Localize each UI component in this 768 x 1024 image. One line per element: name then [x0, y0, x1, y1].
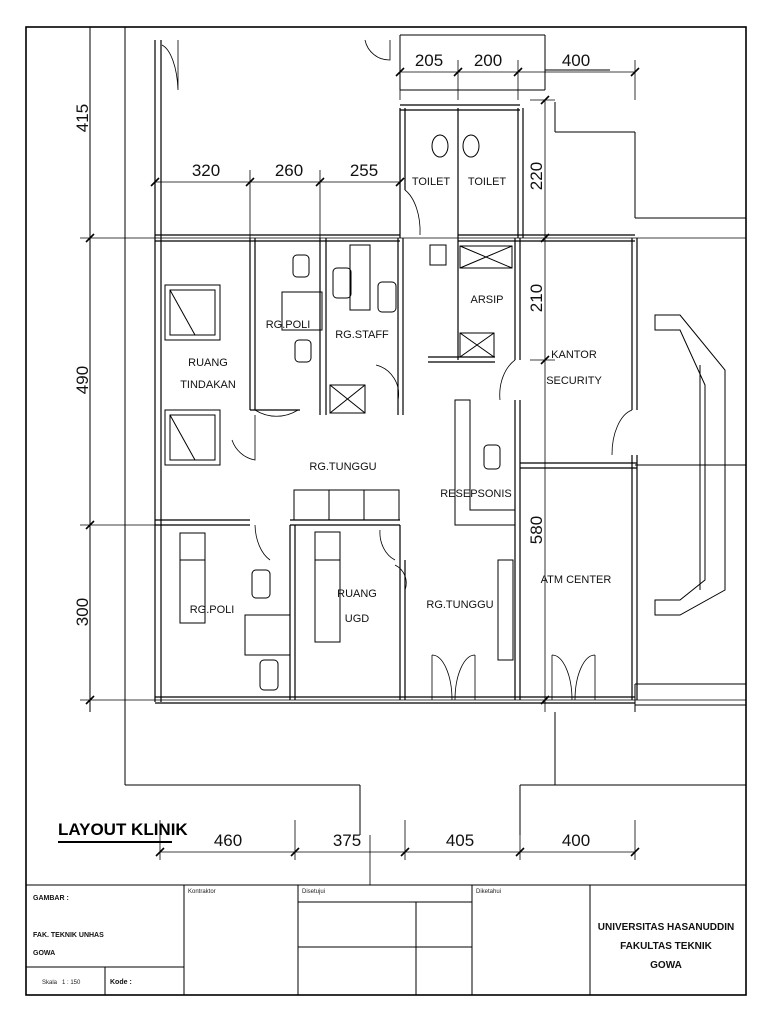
room-label-ruang-1: RUANG: [188, 357, 228, 369]
dim-bottom-2: 375: [333, 831, 361, 850]
dim-right-2: 210: [527, 284, 546, 312]
dim-right-1: 220: [527, 162, 546, 190]
dim-top-1: 205: [415, 51, 443, 70]
room-label-resepsionis: RESEPSONIS: [440, 488, 512, 500]
dimension-lines: [80, 60, 746, 885]
dim-bottom-1: 460: [214, 831, 242, 850]
room-label-rg-tunggu-bottom: RG.TUNGGU: [426, 599, 493, 611]
dim-left-2: 490: [73, 366, 92, 394]
tb-gambar-label: GAMBAR :: [33, 895, 69, 902]
dim-left-1: 415: [73, 104, 92, 132]
tb-university-line3: GOWA: [650, 960, 682, 971]
dim-bottom-3: 405: [446, 831, 474, 850]
room-label-ugd: UGD: [345, 613, 370, 625]
room-label-rg-poli-top: RG.POLI: [266, 319, 311, 331]
room-label-kantor: KANTOR: [551, 349, 597, 361]
room-label-security: SECURITY: [546, 375, 602, 387]
dim-second-2: 260: [275, 161, 303, 180]
dim-second-1: 320: [192, 161, 220, 180]
room-label-rg-poli-bottom: RG.POLI: [190, 604, 235, 616]
tb-university-line2: FAKULTAS TEKNIK: [620, 941, 713, 952]
room-label-tindakan: TINDAKAN: [180, 379, 236, 391]
dim-bottom-4: 400: [562, 831, 590, 850]
room-label-rg-tunggu-top: RG.TUNGGU: [309, 461, 376, 473]
tb-skala-value: 1 : 150: [62, 980, 81, 986]
room-label-atm-center: ATM CENTER: [541, 574, 612, 586]
drawing-title: LAYOUT KLINIK: [58, 820, 188, 839]
room-label-toilet-2: TOILET: [468, 176, 507, 188]
title-block-frame: [25, 884, 747, 996]
furniture: [164, 134, 726, 691]
dim-second-3: 255: [350, 161, 378, 180]
dim-top-3: 400: [562, 51, 590, 70]
tb-faculty-line2: GOWA: [33, 950, 55, 957]
tb-diketahui-label: Diketahui: [476, 889, 501, 895]
dim-top-2: 200: [474, 51, 502, 70]
room-label-rg-staff: RG.STAFF: [335, 329, 389, 341]
room-label-ruang-2: RUANG: [337, 588, 377, 600]
site-lines: [89, 27, 746, 835]
tb-university-line1: UNIVERSITAS HASANUDDIN: [598, 922, 735, 933]
room-label-toilet-1: TOILET: [412, 176, 451, 188]
tb-kontraktor-label: Kontraktor: [188, 889, 216, 895]
tb-disetujui-label: Disetujui: [302, 889, 325, 895]
dimension-ticks: [85, 67, 640, 857]
tb-skala-label: Skala: [42, 980, 58, 986]
door-swings: [161, 39, 633, 701]
tb-faculty-line1: FAK. TEKNIK UNHAS: [33, 932, 104, 939]
room-label-arsip: ARSIP: [470, 294, 503, 306]
dim-left-3: 300: [73, 598, 92, 626]
dim-right-3: 580: [527, 516, 546, 544]
tb-kode-label: Kode :: [110, 979, 132, 986]
